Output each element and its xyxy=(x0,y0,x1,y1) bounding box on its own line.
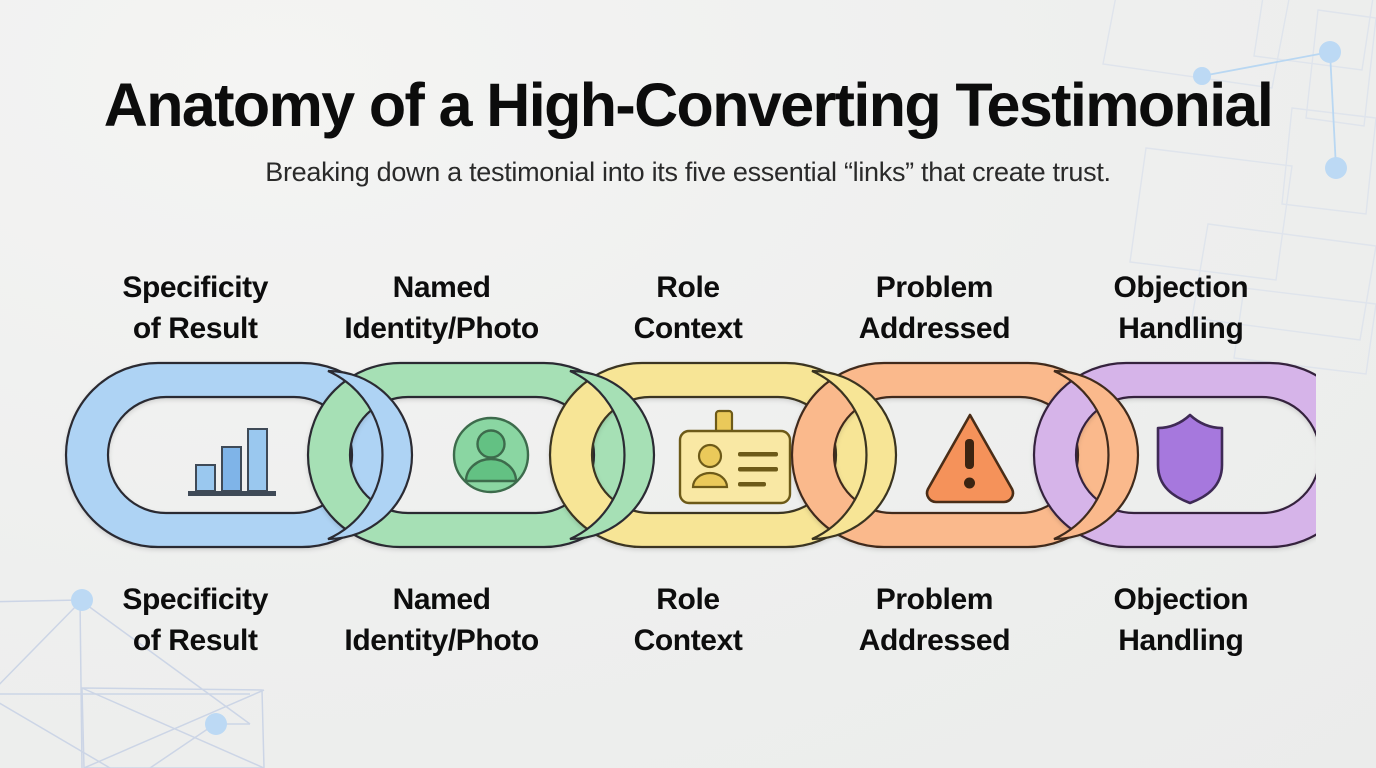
page-title: Anatomy of a High-Converting Testimonial xyxy=(103,71,1274,139)
interlock-strand-blue xyxy=(327,369,414,541)
bottom-label-specificity-of-result: Specificity of Result xyxy=(122,583,269,657)
bar-chart-icon xyxy=(188,428,276,496)
header: Anatomy of a High-Converting Testimonial… xyxy=(0,71,1376,188)
avatar-person-icon xyxy=(452,416,530,494)
bottom-label-role-context: Role Context xyxy=(633,583,743,657)
top-label-problem-addressed: Problem Addressed xyxy=(858,271,1011,345)
top-label-objection-handling: Objection Handling xyxy=(1113,271,1249,345)
top-label-row: Specificity of Result Named Identity/Pho… xyxy=(72,268,1304,350)
interlock-strand-green xyxy=(569,369,656,541)
shield-icon xyxy=(1156,413,1224,505)
id-badge-icon xyxy=(678,409,792,505)
chain-diagram xyxy=(64,361,1316,549)
bottom-label-problem-addressed: Problem Addressed xyxy=(858,583,1011,657)
chain-link-objection-handling xyxy=(1032,361,1316,549)
link-ring-purple xyxy=(1032,361,1316,549)
warning-triangle-icon xyxy=(925,413,1015,504)
top-label-named-identity-photo: Named Identity/Photo xyxy=(344,271,539,345)
interlock-strand-orange xyxy=(1053,369,1140,541)
bottom-label-named-identity-photo: Named Identity/Photo xyxy=(344,583,539,657)
bottom-label-row: Specificity of Result Named Identity/Pho… xyxy=(72,580,1304,662)
page-subtitle: Breaking down a testimonial into its fiv… xyxy=(265,157,1111,188)
top-label-role-context: Role Context xyxy=(633,271,743,345)
bottom-label-objection-handling: Objection Handling xyxy=(1113,583,1249,657)
top-label-specificity-of-result: Specificity of Result xyxy=(122,271,269,345)
interlock-strand-yellow xyxy=(811,369,898,541)
